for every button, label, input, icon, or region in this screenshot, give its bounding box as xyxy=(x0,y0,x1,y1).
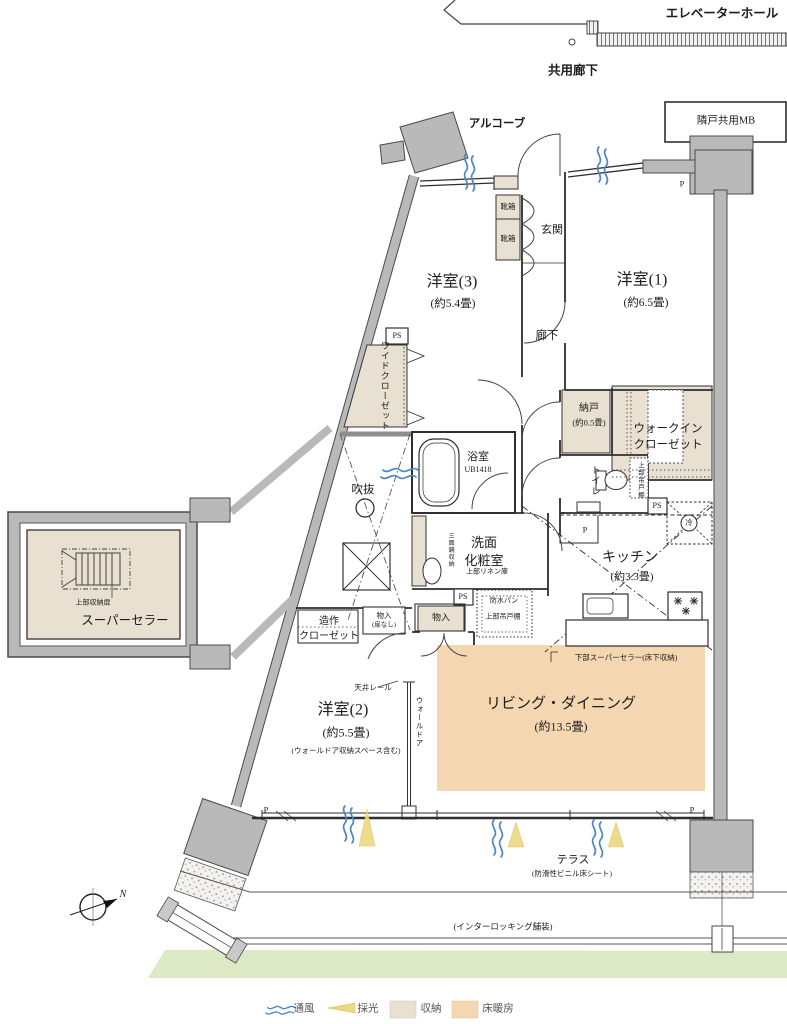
pan-upper-cabinet-label: 上部吊戸棚 xyxy=(485,612,521,621)
kitchen-size: (約3.3畳) xyxy=(610,571,654,584)
south-wall-windows xyxy=(252,810,713,822)
diagonal-wall xyxy=(228,174,420,808)
cellar-stairs-icon xyxy=(61,548,131,598)
structural-walls xyxy=(183,111,754,877)
legend-icons xyxy=(265,1000,479,1019)
terrace-label: テラス xyxy=(556,854,590,867)
closet-row xyxy=(297,589,533,644)
legend-ventilation-label: 通風 xyxy=(293,1003,315,1015)
pillar-footing-left xyxy=(173,857,247,912)
super-cellar-label: スーパーセラー xyxy=(81,613,169,628)
genkan-label: 玄関 xyxy=(541,224,563,237)
storeroom-name: 納戸 xyxy=(579,402,599,414)
legend-storage-label: 収納 xyxy=(420,1003,442,1015)
storeroom-size: (約0.5畳) xyxy=(572,417,606,428)
partitions xyxy=(296,162,713,645)
toilet-label: トイレ xyxy=(588,465,599,497)
zosaku-closet-label-2: クローゼット xyxy=(299,630,359,642)
void-area xyxy=(339,433,411,631)
living-dining-name: リビング・ダイニング xyxy=(485,696,637,713)
zosaku-closet-label-1: 造作 xyxy=(319,615,339,627)
ceiling-rail-label: 天井レール xyxy=(354,683,392,693)
shoebox-label-1: 靴箱 xyxy=(500,202,516,212)
upper-storage-door-label: 上部収納扉 xyxy=(75,598,111,607)
wide-closet-detail xyxy=(403,347,426,426)
bathroom-name: 浴室 xyxy=(467,451,489,464)
mirror-cabinet-label: 三面鏡収納 xyxy=(447,532,454,568)
alcove-label: アルコーブ xyxy=(468,117,526,130)
p-label-1: P xyxy=(679,178,685,189)
legend-floorheating-label: 床暖房 xyxy=(482,1003,514,1015)
bathroom xyxy=(411,431,516,514)
toilet-upper-cabinet-label: 上部吊戸棚 xyxy=(636,461,644,499)
corridor-label: 廊下 xyxy=(535,329,559,342)
ps-label-2: PS xyxy=(652,500,662,510)
interlocking-label: (インターロッキング舗装) xyxy=(453,921,553,932)
doors xyxy=(367,133,566,660)
living-dining-size: (約13.5畳) xyxy=(534,719,588,734)
wic-label-2: クローゼット xyxy=(633,438,703,451)
monoire-label-2: 物入 xyxy=(376,611,392,621)
gate xyxy=(156,896,248,964)
legend-storage-swatch xyxy=(389,1000,417,1019)
fence-post xyxy=(711,925,734,953)
western2-note: (ウォールドア収納スペース含む) xyxy=(291,746,401,756)
upper-linen-label: 上部リネン庫 xyxy=(466,567,508,576)
elevator-hall-label: エレベーターホール xyxy=(665,6,779,21)
legend-floorheating-swatch xyxy=(451,1000,479,1019)
shoebox-label-2: 靴箱 xyxy=(500,234,516,244)
waterproof-pan-label: 防水パン xyxy=(489,596,519,605)
p-label-3: P xyxy=(263,804,269,815)
wall-door-label: ウォールドア xyxy=(414,696,424,748)
kitchen-name: キッチン xyxy=(602,550,658,566)
ps-boxes xyxy=(385,327,668,606)
void-label: 吹抜 xyxy=(351,483,375,496)
western3-name: 洋室(3) xyxy=(426,273,478,291)
terrace-note-label: (防滑性ビニル床シート) xyxy=(532,869,612,879)
ps-label-3: PS xyxy=(458,591,468,601)
washstand xyxy=(422,516,442,586)
western3-size: (約5.4畳) xyxy=(430,297,476,310)
bathroom-model: UB1418 xyxy=(464,464,492,474)
neighbor-mb-label: 隣戸共用MB xyxy=(696,115,756,127)
compass-n-label: N xyxy=(119,888,127,900)
toilet-fixtures xyxy=(576,457,649,513)
outdoor-lines xyxy=(179,870,787,975)
floor-heating-area xyxy=(437,645,705,791)
western2-size: (約5.5畳) xyxy=(322,725,370,740)
lower-super-cellar-label: 下部スーパーセラー(床下収納) xyxy=(574,653,678,663)
washroom-label-1: 洗面 xyxy=(470,535,498,551)
legend-daylight-label: 採光 xyxy=(357,1003,379,1015)
kitchen-fixtures xyxy=(521,501,713,662)
western1-size: (約6.5畳) xyxy=(623,296,669,309)
p-label-2: P xyxy=(582,524,588,535)
fridge-label: 冷 xyxy=(685,518,693,528)
common-corridor-area xyxy=(443,0,787,47)
pillar-footing-right xyxy=(689,871,754,899)
compass-icon xyxy=(69,888,118,926)
ps-label-1: PS xyxy=(392,330,402,340)
lawn-strip xyxy=(148,950,787,978)
wide-closet-label: ワイドクローゼット xyxy=(379,341,390,431)
legend-daylight-icon xyxy=(327,1002,356,1014)
monoire-note-label: (扉なし) xyxy=(372,621,396,629)
wic-label-1: ウォークイン xyxy=(633,422,703,435)
western2-name: 洋室(2) xyxy=(317,701,369,719)
wic-detail xyxy=(612,389,712,478)
daylight-symbols xyxy=(358,808,625,848)
monoire-label-1: 物入 xyxy=(431,612,451,623)
western1-name: 洋室(1) xyxy=(616,271,668,289)
super-cellar-block xyxy=(7,497,231,670)
p-label-4: P xyxy=(689,804,695,815)
shared-corridor-label: 共用廊下 xyxy=(547,63,599,78)
neighbor-mb-box xyxy=(664,101,787,143)
washroom-label-2: 化粧室 xyxy=(464,553,504,569)
